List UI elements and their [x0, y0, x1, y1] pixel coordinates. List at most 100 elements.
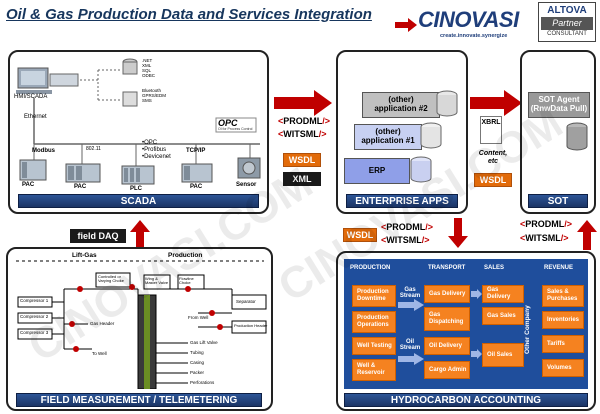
- arrow-right-icon: [470, 90, 522, 116]
- sot-label-bar: SOT: [528, 194, 588, 208]
- content-label: Content, etc: [478, 150, 508, 166]
- protocol-devicenet: •Devicenet: [142, 154, 171, 160]
- transport-cargo-admin: Cargo Admin: [424, 361, 470, 379]
- protocol-profibus: •Profibus: [142, 147, 167, 153]
- field-label-compressor2: Compressor 2: [20, 314, 49, 319]
- prodml-tag: <PRODML/>: [278, 116, 331, 126]
- sot-agent-line2: (RnwData Pull): [530, 104, 588, 113]
- device-pac-2: PAC: [74, 184, 87, 190]
- app1-line2: application #1: [361, 136, 415, 145]
- net-list-1: .NET XML SQL ODBC: [142, 58, 155, 78]
- field-daq-badge: field DAQ: [70, 229, 126, 243]
- arrow-right-icon: [471, 289, 482, 299]
- prodml-tag: <PRODML/>: [381, 222, 434, 232]
- net-item: SQL: [142, 68, 152, 73]
- database-icon: [436, 90, 458, 117]
- field-label-to-well: To Well: [92, 351, 107, 356]
- prodml-text: PRODML: [283, 116, 323, 126]
- production-label: Production: [168, 252, 203, 259]
- arrow-down-icon: [448, 218, 468, 248]
- sales-gas-sales: Gas Sales: [482, 307, 524, 325]
- transport-gas-dispatching: Gas Dispatching: [424, 307, 470, 331]
- transport-oil-delivery: Oil Delivery: [424, 337, 470, 355]
- well-schematic-diagram: [16, 260, 267, 389]
- production-downtime: Production Downtime: [352, 285, 396, 307]
- oil-stream-label: Oil Stream: [399, 339, 421, 351]
- revenue-volumes: Volumes: [542, 359, 584, 377]
- net-list-2: Bluetooth GPRS/EDM SMS: [142, 88, 166, 103]
- arrow-right-icon: [398, 353, 424, 365]
- arrow-up-icon: [577, 220, 597, 250]
- xml-badge: XML: [283, 172, 321, 186]
- field-label-gas-lift-valve: Gas Lift Valve: [190, 340, 218, 345]
- arrow-right-icon: [398, 299, 424, 311]
- field-label-choke: Controlled or Varying Choke: [98, 274, 124, 283]
- field-label-wing-valve: Wing & Master Valve: [145, 276, 169, 285]
- modbus-label: Modbus: [32, 148, 55, 154]
- field-label-compressor1: Compressor 1: [20, 298, 49, 303]
- net-item: SMS: [142, 98, 152, 103]
- altova-partner-badge: ALTOVA Partner CONSULTANT: [538, 2, 596, 42]
- altova-brand: ALTOVA: [547, 5, 587, 16]
- database-icon: [566, 122, 588, 151]
- device-pac-1: PAC: [22, 182, 35, 188]
- prodml-text: PRODML: [525, 219, 565, 229]
- arrow-right-icon: [395, 18, 417, 32]
- app1-line1: (other): [375, 127, 401, 137]
- page-title: Oil & Gas Production Data and Services I…: [6, 6, 372, 23]
- wsdl-badge: WSDL: [474, 173, 512, 187]
- wsdl-badge: WSDL: [283, 153, 321, 167]
- opc-logo: OPC: [218, 118, 238, 128]
- opc-logo-sub: Ol for Process Control: [218, 127, 253, 131]
- content-line1: Content,: [478, 150, 508, 157]
- scada-panel: HMI/SCADA Ethernet Modbus TCP/IP 802.11 …: [8, 50, 269, 214]
- sot-agent-box: SOT Agent (RnwData Pull): [528, 92, 590, 118]
- tcpip-label: TCP/IP: [186, 148, 206, 154]
- app2-line1: (other): [388, 95, 414, 105]
- enterprise-panel: (other) application #2 (other) applicati…: [336, 50, 468, 214]
- net-item: XML: [142, 63, 152, 68]
- field-label-tubing: Tubing: [190, 350, 204, 355]
- accounting-panel: PRODUCTION TRANSPORT SALES REVENUE Produ…: [336, 251, 596, 411]
- well-testing: Well Testing: [352, 337, 396, 355]
- database-icon: [410, 156, 432, 183]
- net-item: Bluetooth: [142, 88, 162, 93]
- sot-witsml-tag: <WITSML/>: [520, 233, 569, 243]
- scada-label-bar: SCADA: [18, 194, 259, 208]
- revenue-inventories: Inventories: [542, 311, 584, 329]
- content-line2: etc: [487, 158, 499, 165]
- sales-gas-delivery: Gas Delivery: [482, 285, 524, 303]
- opc-protocol-list: •OPC •Profibus •Devicenet: [142, 140, 171, 161]
- sales-oil-sales: Oil Sales: [482, 343, 524, 367]
- enterprise-label-bar: ENTERPRISE APPS: [346, 194, 458, 208]
- header-production: PRODUCTION: [350, 265, 391, 271]
- witsml-text: WITSML: [386, 235, 422, 245]
- xbrl-document-icon: XBRL: [480, 116, 502, 144]
- field-panel: Lift-Gas Production: [6, 247, 273, 411]
- production-operations: Production Operations: [352, 311, 396, 333]
- accounting-label-bar: HYDROCARBON ACCOUNTING: [344, 393, 588, 407]
- header-sales: SALES: [484, 265, 505, 271]
- field-label-casing: Casing: [190, 360, 205, 365]
- ieee-label: 802.11: [86, 146, 101, 152]
- net-item: ODBC: [142, 73, 156, 78]
- header-transport: TRANSPORT: [428, 265, 466, 271]
- field-label-perforations: Perforations: [190, 380, 215, 385]
- database-icon: [420, 122, 442, 149]
- net-item: .NET: [142, 58, 153, 63]
- partner-role: CONSULTANT: [547, 31, 587, 37]
- wsdl-badge: WSDL: [343, 228, 377, 242]
- sot-prodml-tag: <PRODML/>: [520, 219, 573, 229]
- app1-box: (other) application #1: [354, 124, 422, 150]
- ethernet-label: Ethernet: [24, 114, 47, 120]
- cinovasi-logo: CINOVASI: [418, 7, 519, 32]
- sot-panel: SOT Agent (RnwData Pull) SOT: [520, 50, 596, 214]
- prodml-text: PRODML: [386, 222, 426, 232]
- app2-box: (other) application #2: [362, 92, 440, 118]
- field-label-bar: FIELD MEASUREMENT / TELEMETERING: [16, 393, 262, 407]
- field-label-separator: Separator: [236, 299, 256, 304]
- hmi-label: HMI/SCADA: [14, 94, 48, 100]
- revenue-sales-purchases: Sales & Purchases: [542, 285, 584, 307]
- revenue-tariffs: Tariffs: [542, 335, 584, 353]
- scada-network-diagram: [16, 58, 261, 185]
